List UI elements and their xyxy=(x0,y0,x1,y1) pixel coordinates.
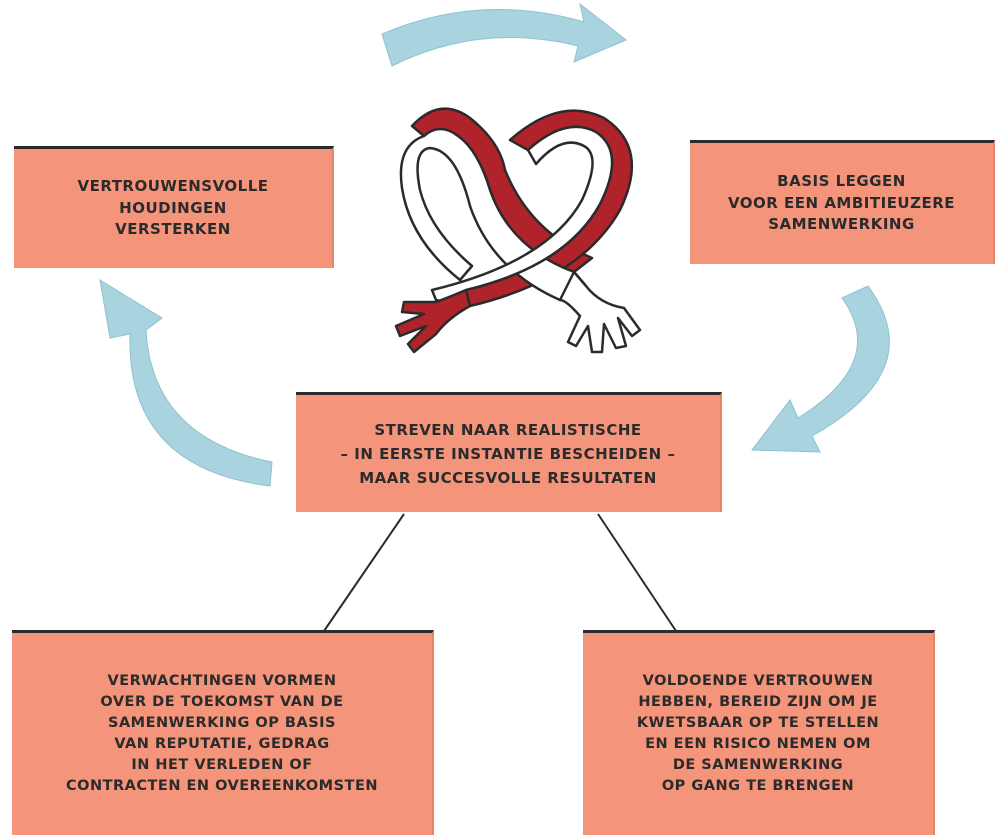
box-line: BASIS LEGGEN xyxy=(777,171,906,190)
box-line: KWETSBAAR OP TE STELLEN xyxy=(636,714,880,731)
box-ambitious-cooperation: BASIS LEGGEN VOOR EEN AMBITIEUZERE SAMEN… xyxy=(690,140,995,264)
cycle-arrow-icon xyxy=(751,285,890,453)
cycle-arrow-icon xyxy=(99,278,273,487)
box-line: VOOR EEN AMBITIEUZERE xyxy=(727,193,956,212)
box-line: HEBBEN, BEREID ZIJN OM JE xyxy=(638,693,878,710)
box-realistic-results: STREVEN NAAR REALISTISCHE – IN EERSTE IN… xyxy=(296,392,722,512)
box-line: DE SAMENWERKING xyxy=(672,757,844,774)
connector-line xyxy=(323,513,405,632)
cycle-arrow-icon xyxy=(381,2,627,67)
box-line: OP GANG TE BRENGEN xyxy=(661,778,855,795)
box-line: VERWACHTINGEN VORMEN xyxy=(107,672,337,689)
box-line: IN HET VERLEDEN OF xyxy=(131,757,313,774)
box-line: VOLDOENDE VERTROUWEN xyxy=(642,672,874,689)
box-line: HOUDINGEN xyxy=(119,198,227,217)
box-line: – IN EERSTE INSTANTIE BESCHEIDEN – xyxy=(340,444,676,463)
box-form-expectations: VERWACHTINGEN VORMEN OVER DE TOEKOMST VA… xyxy=(12,630,434,835)
box-line: STREVEN NAAR REALISTISCHE xyxy=(374,420,642,439)
connector-line xyxy=(597,513,677,632)
box-line: VERTROUWENSVOLLE xyxy=(77,176,269,195)
box-line: OVER DE TOEKOMST VAN DE xyxy=(100,693,344,710)
box-line: VERSTERKEN xyxy=(115,220,231,239)
box-line: VAN REPUTATIE, GEDRAG xyxy=(114,736,330,752)
box-line: SAMENWERKING OP BASIS xyxy=(108,714,336,731)
box-sufficient-trust: VOLDOENDE VERTROUWEN HEBBEN, BEREID ZIJN… xyxy=(583,630,935,835)
box-line: EN EEN RISICO NEMEN OM xyxy=(645,736,871,752)
box-line: MAAR SUCCESVOLLE RESULTATEN xyxy=(359,468,657,487)
heart-hug-icon xyxy=(394,107,642,354)
box-line: SAMENWERKING xyxy=(768,215,915,234)
box-trusting-attitudes: VERTROUWENSVOLLE HOUDINGEN VERSTERKEN xyxy=(14,146,334,268)
box-line: CONTRACTEN EN OVEREENKOMSTEN xyxy=(66,778,378,795)
